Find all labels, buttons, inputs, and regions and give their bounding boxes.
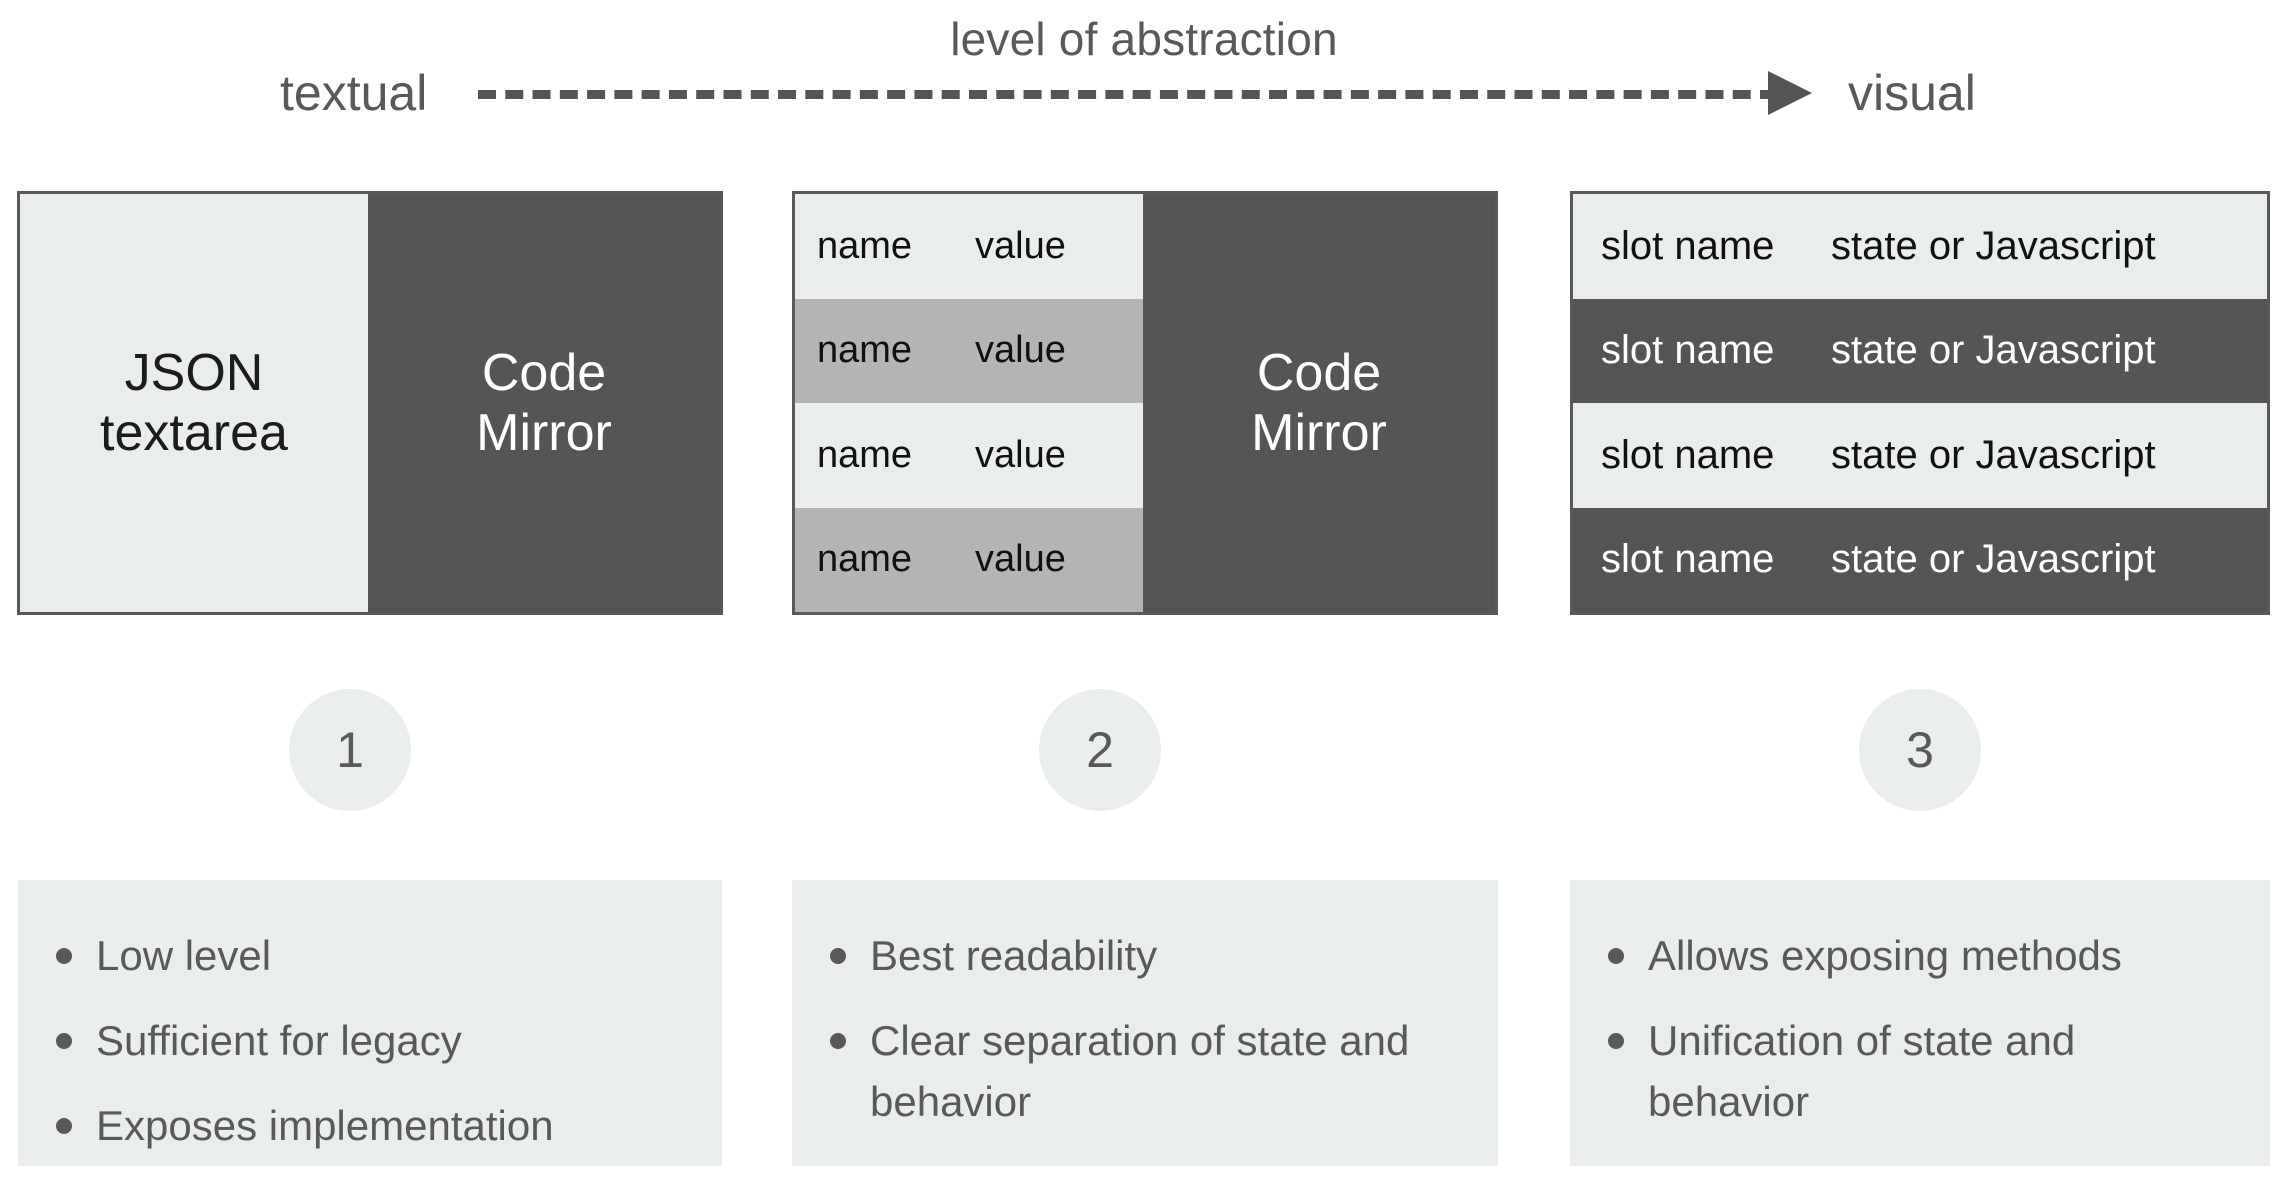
panel-slot-state-table: slot name state or Javascript slot name … <box>1570 191 2270 615</box>
bullet-dot-icon <box>1608 1032 1624 1049</box>
step-badge-2: 2 <box>1039 689 1161 811</box>
cell-value: value <box>975 538 1066 581</box>
bullet-dot-icon <box>56 948 72 964</box>
panels-row: JSON textarea Code Mirror name value nam… <box>0 191 2288 615</box>
panel-name-value-table: name value name value name value name va… <box>792 191 1498 615</box>
step-badge-3: 3 <box>1859 689 1981 811</box>
table-row: slot name state or Javascript <box>1573 403 2267 508</box>
panel-1-left-region: JSON textarea <box>20 194 368 612</box>
list-item: Exposes implementation <box>48 1096 692 1157</box>
axis-label-visual: visual <box>1848 65 1976 121</box>
list-item: Sufficient for legacy <box>48 1011 692 1072</box>
list-item-label: Low level <box>96 932 272 979</box>
bullet-dot-icon <box>56 1032 72 1049</box>
cell-name: name <box>817 329 913 372</box>
cell-state: state or Javascript <box>1831 223 2156 268</box>
list-item-label: Sufficient for legacy <box>96 1016 462 1064</box>
table-row: name value <box>795 194 1143 299</box>
bullet-dot-icon <box>830 948 846 964</box>
panel-1-right-region: Code Mirror <box>368 194 720 612</box>
panel-2-table: name value name value name value name va… <box>795 194 1143 612</box>
cell-name: name <box>817 538 913 581</box>
note-box-2: Best readability Clear separation of sta… <box>792 880 1498 1166</box>
note-list-3: Allows exposing methods Unification of s… <box>1600 926 2240 1133</box>
panel-json-textarea: JSON textarea Code Mirror <box>17 191 723 615</box>
panel-1-right-line-2: Mirror <box>476 404 612 462</box>
list-item-label: Allows exposing methods <box>1648 932 2122 979</box>
bullet-dot-icon <box>1608 948 1624 964</box>
list-item-label: Unification of state and behavior <box>1648 1016 2076 1125</box>
panel-3-table: slot name state or Javascript slot name … <box>1573 194 2267 612</box>
list-item: Best readability <box>822 926 1468 987</box>
panel-1-right-line-1: Code <box>481 343 607 402</box>
cell-state: state or Javascript <box>1831 328 2156 373</box>
bullet-dot-icon <box>830 1032 846 1049</box>
list-item-label: Exposes implementation <box>96 1101 554 1149</box>
axis-caption: level of abstraction <box>950 13 1338 65</box>
cell-value: value <box>975 433 1066 476</box>
cell-state: state or Javascript <box>1831 537 2156 582</box>
cell-value: value <box>975 224 1066 267</box>
table-row: name value <box>795 403 1143 508</box>
panel-1-left-line-2: textarea <box>100 404 288 462</box>
table-row: slot name state or Javascript <box>1573 298 2267 403</box>
cell-state: state or Javascript <box>1831 432 2156 477</box>
table-row: name value <box>795 507 1143 612</box>
step-badge-1: 1 <box>289 689 411 811</box>
cell-slot-name: slot name <box>1601 328 1775 373</box>
axis-row: textual visual <box>0 58 2288 128</box>
panel-1-right-label: Code Mirror <box>476 343 612 464</box>
cell-value: value <box>975 329 1066 372</box>
step-markers: 1 2 3 <box>0 689 2288 813</box>
panel-2-right-region: Code Mirror <box>1143 194 1495 612</box>
axis-label-textual: textual <box>280 65 428 121</box>
cell-slot-name: slot name <box>1601 537 1775 582</box>
list-item-label: Best readability <box>870 932 1158 979</box>
panel-1-left-line-1: JSON <box>124 343 264 402</box>
list-item: Unification of state and behavior <box>1600 1011 2240 1133</box>
list-item-label: Clear separation of state and behavior <box>870 1016 1410 1125</box>
arrow-head-icon <box>1768 71 1812 115</box>
list-item: Low level <box>48 926 692 987</box>
panel-2-right-line-1: Code <box>1256 343 1382 402</box>
dashed-arrow-line <box>478 90 1778 99</box>
cell-slot-name: slot name <box>1601 432 1775 477</box>
bullet-dot-icon <box>56 1117 72 1134</box>
note-list-2: Best readability Clear separation of sta… <box>822 926 1468 1133</box>
cell-slot-name: slot name <box>1601 223 1775 268</box>
note-box-3: Allows exposing methods Unification of s… <box>1570 880 2270 1166</box>
panel-1-left-label: JSON textarea <box>100 343 288 464</box>
table-row: slot name state or Javascript <box>1573 507 2267 612</box>
note-box-1: Low level Sufficient for legacy Exposes … <box>18 880 722 1166</box>
panel-2-right-label: Code Mirror <box>1251 343 1387 464</box>
panel-2-right-line-2: Mirror <box>1251 404 1387 462</box>
list-item: Allows exposing methods <box>1600 926 2240 987</box>
abstraction-axis: level of abstraction textual visual <box>0 0 2288 160</box>
cell-name: name <box>817 433 913 476</box>
notes-row: Low level Sufficient for legacy Exposes … <box>0 880 2288 1166</box>
list-item: Clear separation of state and behavior <box>822 1011 1468 1133</box>
table-row: slot name state or Javascript <box>1573 194 2267 299</box>
table-row: name value <box>795 298 1143 403</box>
note-list-1: Low level Sufficient for legacy Exposes … <box>48 926 692 1157</box>
cell-name: name <box>817 224 913 267</box>
